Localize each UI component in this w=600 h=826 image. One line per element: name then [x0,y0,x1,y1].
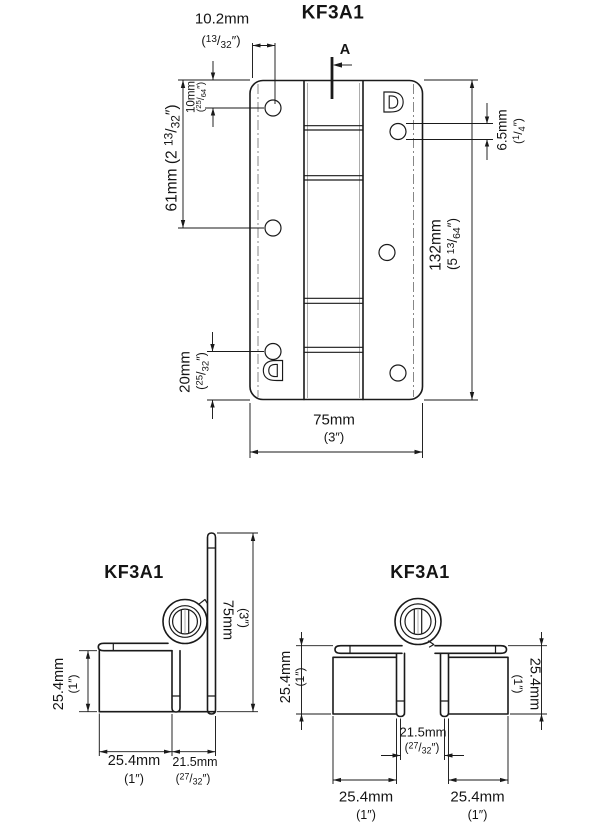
brand-logo-icon: D [381,86,404,119]
dim-leaf-height-in: (3″) [236,608,251,628]
tube-section [98,649,217,713]
knuckle-barrel [162,598,208,645]
top-view-drawing: D D [178,43,493,458]
dim-hole-spacing: 61mm (2 13/32″) [161,104,183,212]
dim-tube-width-mm-90: 25.4mm [107,752,161,769]
left-leaf [334,644,403,655]
dim-hole-bottom-offset-in: (25/32″) [194,352,212,390]
dim-tube-height-mm-90: 25.4mm [50,657,67,711]
dim-hole-top-offset-in: (25/64″) [194,81,209,113]
side-view-180-drawing [296,597,547,784]
dim-overall-height-mm: 132mm [427,219,445,271]
top-view-dimensions [178,43,493,458]
side-view-180-dimensions [296,632,547,784]
brand-logo-icon: D [262,354,285,387]
top-view-title: KF3A1 [301,2,365,24]
dim-pin-offset-mm: 10.2mm [194,10,250,28]
dim-tube-height-in-180-right: (1″) [510,674,525,694]
knuckle-segment-lines [303,125,364,353]
dim-hinge-stack-mm-180: 21.5mm [399,724,447,739]
dim-tube-width-in-180-left: (1″) [356,807,376,822]
section-marker-a [330,57,352,99]
dim-hole-bottom-offset-mm: 20mm [176,351,194,393]
dim-hole-diameter-in: (1/4″) [510,118,527,144]
dim-tube-width-in-90: (1″) [124,771,144,786]
side-view-90-dimensions [79,532,258,756]
screw-holes [264,99,407,382]
section-a-label: A [339,41,351,58]
dim-tube-width-in-180-right: (1″) [467,807,488,822]
side-view-90-title: KF3A1 [104,562,164,582]
dim-tube-width-mm-180-right: 25.4mm [450,788,505,806]
dim-leaf-height-mm: 75mm [219,599,236,641]
dim-overall-height-in: (5 13/64″) [444,218,463,270]
side-view-90-drawing [79,532,258,756]
tube-sections [332,656,509,715]
knuckle-barrel [394,597,442,648]
dim-overall-width-mm: 75mm [313,411,355,429]
dim-hinge-stack-mm-90: 21.5mm [172,754,218,769]
dim-hole-diameter-mm: 6.5mm [494,109,510,151]
dim-tube-height-in-180-left: (1″) [293,667,307,687]
right-leaf [434,644,508,655]
side-view-180-title: KF3A1 [390,562,450,582]
dim-hinge-stack-in-90: (27/32″) [175,771,211,787]
vertical-leaf [206,532,217,715]
dim-tube-height-mm-180-left: 25.4mm [277,650,294,704]
dim-hinge-stack-in-180: (27/32″) [404,740,440,756]
hinge-body-outline [249,79,424,401]
horizontal-leaf [97,642,173,652]
dim-pin-offset-in: (13/32″) [201,32,241,51]
dim-tube-height-mm-180-right: 25.4mm [525,657,542,711]
dim-overall-width-in: (3″) [323,429,345,445]
dim-tube-height-in-90: (1″) [65,674,80,694]
dim-tube-width-mm-180-left: 25.4mm [338,788,394,806]
